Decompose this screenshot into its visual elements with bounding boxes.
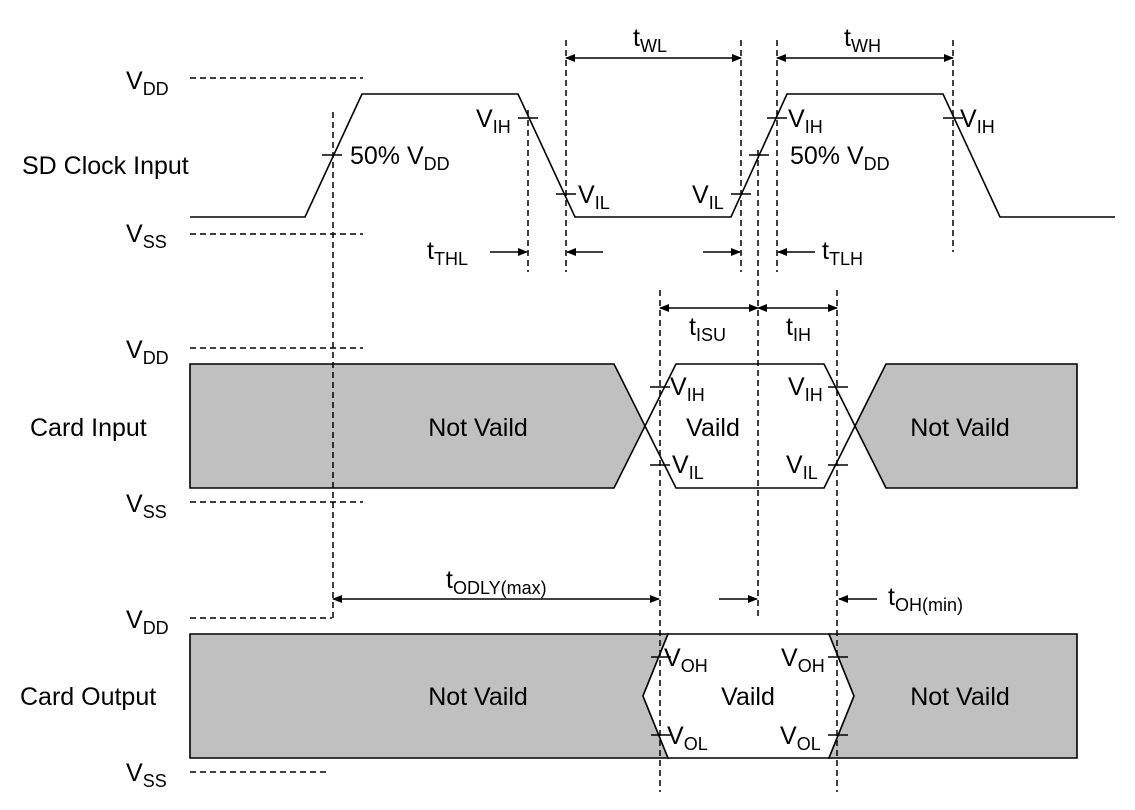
clock-vil-label-2: VIL	[692, 181, 724, 213]
clock-vih-label-1: VIH	[476, 105, 511, 137]
todly-label: tODLY(max)	[446, 566, 547, 598]
card-input-not-valid-left: Not Vaild	[428, 414, 528, 442]
card-input-valid-label: Vaild	[686, 414, 740, 442]
card-output-signal-label: Card Output	[20, 683, 156, 711]
clock-vih-label-3: VIH	[960, 105, 995, 137]
tih-label: tIH	[786, 313, 811, 345]
clock-half-vdd-label-2: 50% VDD	[790, 142, 890, 174]
card-input-vdd-label: VDD	[126, 336, 169, 368]
card-output-not-valid-right: Not Vaild	[910, 683, 1010, 711]
card-input-vil-label-left: VIL	[672, 451, 704, 483]
tisu-label: tISU	[689, 313, 726, 345]
card-input-vss-label: VSS	[126, 490, 167, 522]
card-output-not-valid-left: Not Vaild	[428, 683, 528, 711]
clock-vdd-label: VDD	[126, 67, 169, 99]
card-input-signal-label: Card Input	[30, 414, 147, 442]
card-input-vil-label-right: VIL	[786, 451, 818, 483]
card-output-vol-label-left: VOL	[667, 722, 708, 754]
card-output-voh-label-right: VOH	[781, 644, 825, 676]
card-output-vol-label-right: VOL	[780, 722, 821, 754]
tthl-label: tTHL	[427, 237, 468, 269]
clock-vss-label: VSS	[126, 220, 167, 252]
clock-vih-label-2: VIH	[788, 105, 823, 137]
card-output-vss-label: VSS	[126, 759, 167, 791]
card-input-invalid-region-right	[854, 363, 1078, 489]
card-input-invalid-region-left	[189, 363, 646, 489]
card-input-not-valid-right: Not Vaild	[910, 414, 1010, 442]
card-output-vdd-label: VDD	[126, 606, 169, 638]
clock-vil-label-1: VIL	[578, 181, 610, 213]
twh-label: tWH	[844, 24, 881, 56]
card-input-vih-label-right: VIH	[788, 373, 823, 405]
clock-half-vdd-label-1: 50% VDD	[350, 142, 450, 174]
toh-label: tOH(min)	[888, 583, 963, 615]
card-output-invalid-region-right	[827, 633, 1078, 759]
twl-label: tWL	[633, 24, 667, 56]
card-output-valid-label: Vaild	[721, 683, 775, 711]
card-input-vih-label-left: VIH	[670, 373, 705, 405]
clock-signal-label: SD Clock Input	[22, 152, 189, 180]
ttlh-label: tTLH	[822, 237, 863, 269]
card-output-voh-label-left: VOH	[664, 644, 708, 676]
